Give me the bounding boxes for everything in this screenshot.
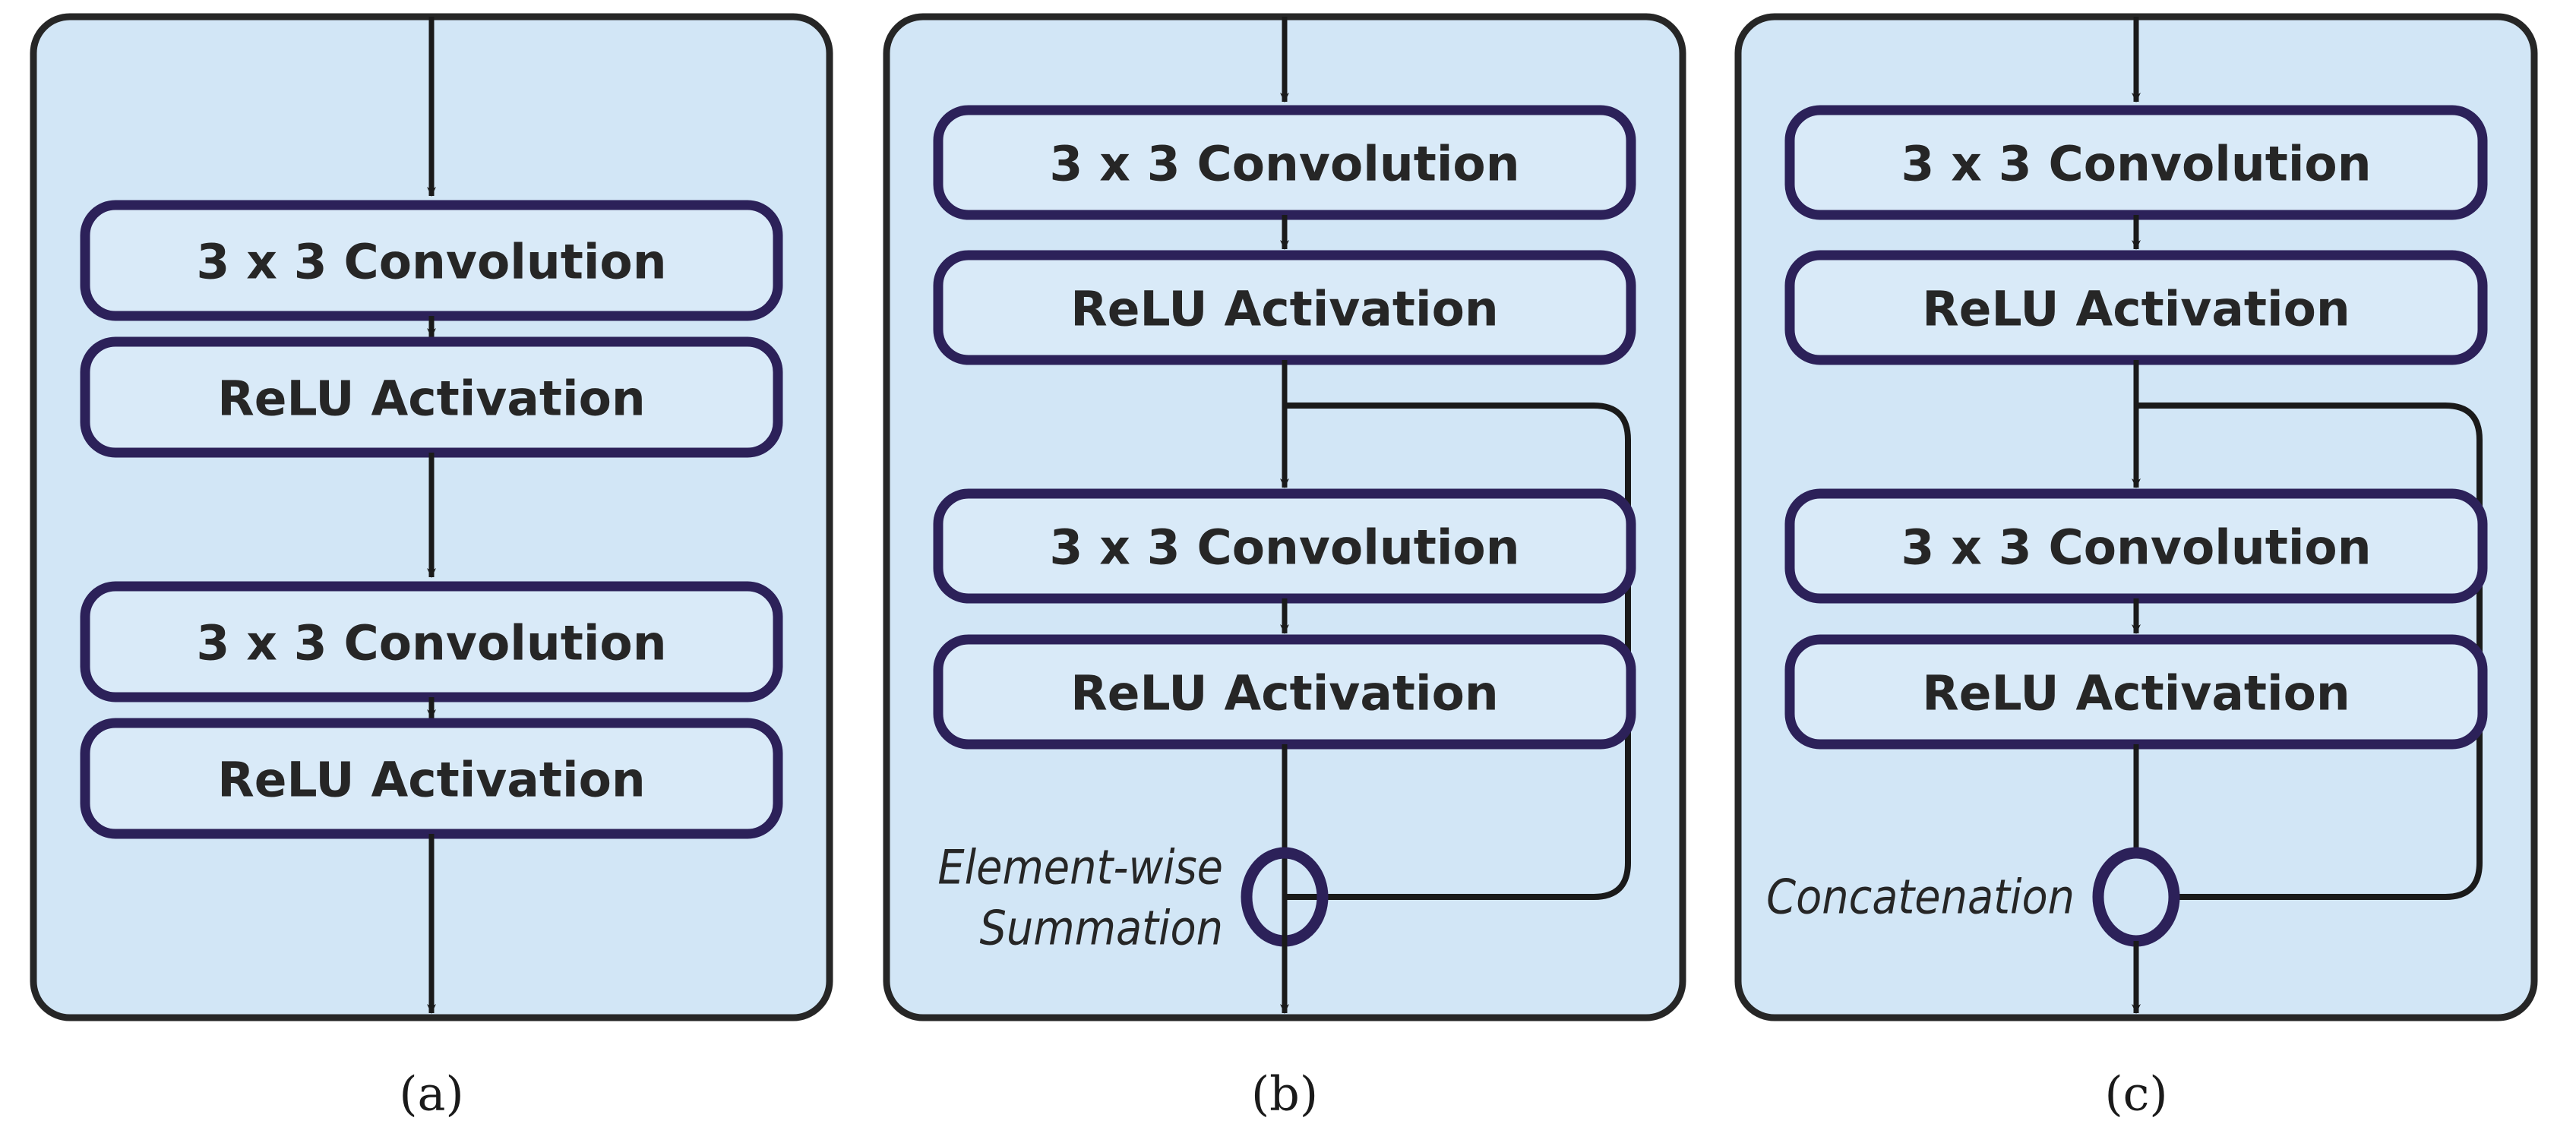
panel-b: 3 x 3 Convolution ReLU Activation 3 x 3 …	[883, 13, 1686, 1122]
panel-b-merge-label-line1: Element-wise	[937, 840, 1223, 895]
panel-c-merge-label: Concatenation	[1766, 870, 2075, 925]
panel-c-block-0-label: 3 x 3 Convolution	[1901, 137, 2371, 192]
panel-a: 3 x 3 Convolution ReLU Activation 3 x 3 …	[30, 13, 833, 1122]
panel-b-block-1-label: ReLU Activation	[1070, 282, 1498, 337]
panel-c: 3 x 3 Convolution ReLU Activation 3 x 3 …	[1734, 13, 2538, 1122]
panel-a-block-2-label: 3 x 3 Convolution	[196, 616, 666, 671]
panel-a-block-0-label: 3 x 3 Convolution	[196, 235, 666, 290]
panel-b-block-0-label: 3 x 3 Convolution	[1049, 137, 1519, 192]
panel-b-caption: (b)	[1251, 1066, 1318, 1122]
panel-a-block-3-label: ReLU Activation	[217, 753, 645, 808]
panel-c-caption: (c)	[2104, 1066, 2167, 1122]
panel-a-caption: (a)	[399, 1066, 463, 1122]
panel-a-block-1-label: ReLU Activation	[217, 371, 645, 427]
panel-b-block-3-label: ReLU Activation	[1070, 666, 1498, 721]
panel-c-block-3-label: ReLU Activation	[1922, 666, 2350, 721]
panel-b-block-2-label: 3 x 3 Convolution	[1049, 520, 1519, 576]
panel-c-block-2-label: 3 x 3 Convolution	[1901, 520, 2371, 576]
panel-b-merge-label-line2: Summation	[980, 901, 1223, 956]
panel-c-block-1-label: ReLU Activation	[1922, 282, 2350, 337]
